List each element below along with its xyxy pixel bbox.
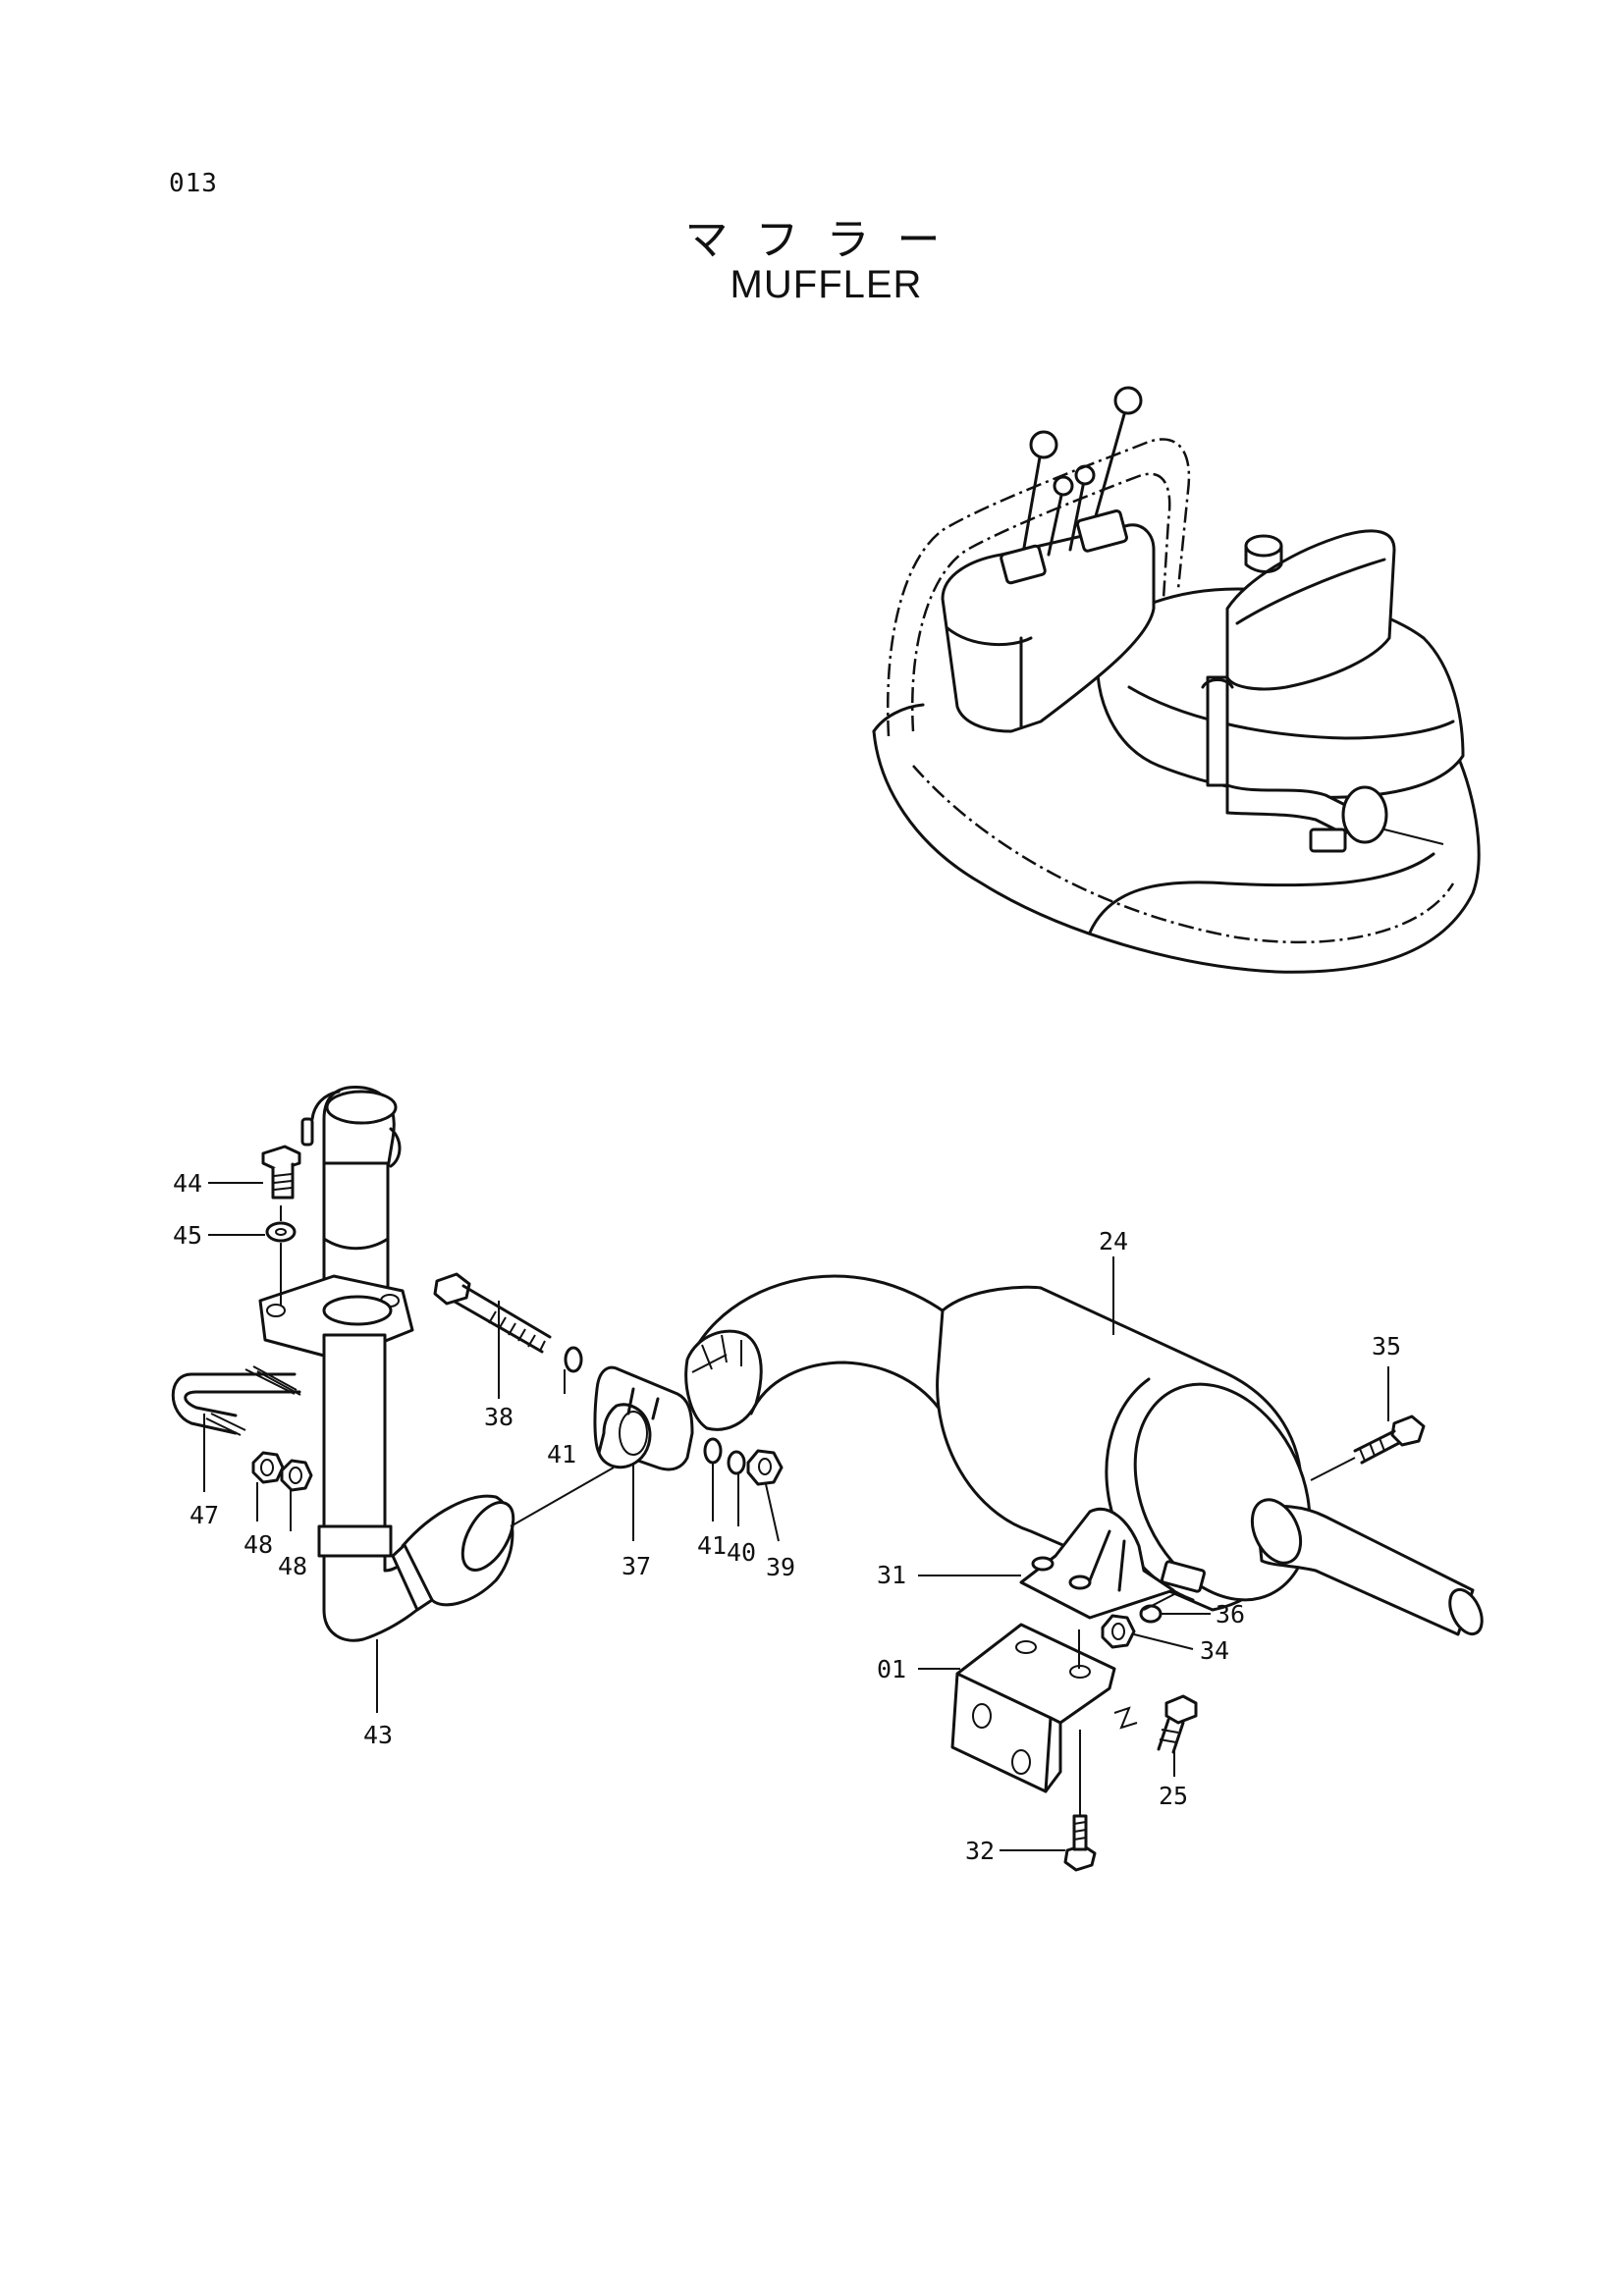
callout-41-upper: 41: [547, 1440, 576, 1468]
callout-38: 38: [484, 1403, 514, 1431]
bolt-35: [1353, 1415, 1426, 1465]
callout-37: 37: [622, 1552, 651, 1580]
clamp-37: [593, 1365, 694, 1471]
callout-48-left: 48: [243, 1530, 273, 1559]
machine-overview-illustration: [872, 386, 1481, 974]
callout-45: 45: [173, 1221, 202, 1250]
muffler-24: [684, 1274, 1484, 1636]
assembly-lines: [280, 1205, 1356, 1816]
bracket-01: [950, 1623, 1138, 1793]
callout-35: 35: [1372, 1332, 1401, 1361]
nut-34: [1101, 1614, 1136, 1649]
nut-48: [251, 1451, 313, 1492]
callout-34: 34: [1200, 1636, 1229, 1665]
lock-washer-45: [265, 1221, 297, 1243]
callout-48-right: 48: [278, 1552, 307, 1580]
bolt-32: [1063, 1814, 1097, 1872]
callout-31: 31: [877, 1561, 906, 1589]
callout-44: 44: [173, 1169, 202, 1198]
callout-25: 25: [1159, 1782, 1188, 1810]
callout-47: 47: [189, 1501, 219, 1529]
u-bolt-47: [171, 1365, 301, 1436]
lock-washer-36: [1139, 1604, 1163, 1624]
title-english: MUFFLER: [730, 263, 923, 306]
callout-36: 36: [1216, 1600, 1245, 1629]
callout-39: 39: [766, 1553, 795, 1581]
bolt-44: [261, 1145, 301, 1200]
callout-43: 43: [363, 1721, 393, 1749]
callout-01: 01: [877, 1655, 906, 1683]
title-japanese: マフラー: [684, 215, 968, 265]
callout-32: 32: [965, 1837, 995, 1865]
lock-washer-40: [727, 1450, 746, 1475]
callout-41-lower: 41: [697, 1531, 727, 1560]
callout-leaders: [203, 1182, 1389, 1851]
page-code: 013: [169, 169, 218, 198]
bolt-38: [433, 1272, 552, 1354]
nut-39: [746, 1449, 784, 1486]
exhaust-pipe-43: [258, 1085, 515, 1642]
bolt-25: [1157, 1694, 1198, 1754]
callout-24: 24: [1099, 1227, 1128, 1255]
callout-labels: 44 45 38 41 47 48 48 37 41 40 39 43 24 3…: [173, 1169, 1401, 1865]
callout-40: 40: [727, 1538, 756, 1567]
bracket-31: [1031, 1556, 1092, 1590]
